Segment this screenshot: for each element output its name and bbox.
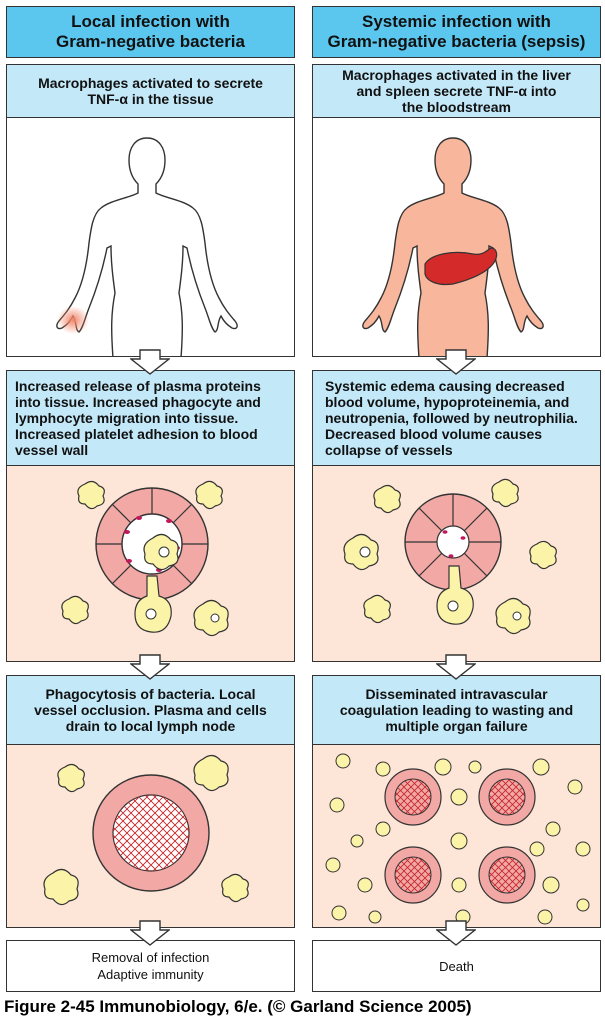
phagocyte-cells	[43, 754, 249, 906]
left-column-header: Local infection with Gram-negative bacte…	[6, 6, 295, 58]
down-arrow-icon	[130, 654, 170, 680]
right-vessel-collapsed-illustration	[312, 465, 601, 662]
left-step3-label: Phagocytosis of bacteria. Local vessel o…	[6, 675, 295, 745]
right-dic-illustration	[312, 744, 601, 928]
left-vessel-inflamed-illustration	[6, 465, 295, 662]
left-step1-label: Macrophages activated to secrete TNF-α i…	[6, 64, 295, 118]
left-outcome-box: Removal of infection Adaptive immunity	[6, 940, 295, 992]
right-step2-label: Systemic edema causing decreased blood v…	[312, 370, 601, 466]
right-outcome-box: Death	[312, 940, 601, 992]
down-arrow-icon	[130, 920, 170, 946]
right-step1-label: Macrophages activated in the liver and s…	[312, 64, 601, 118]
left-body-illustration	[6, 117, 295, 357]
figure-caption: Figure 2-45 Immunobiology, 6/e. (© Garla…	[4, 997, 472, 1016]
down-arrow-icon	[436, 654, 476, 680]
right-body-illustration	[312, 117, 601, 357]
left-step2-label: Increased release of plasma proteins int…	[6, 370, 295, 466]
down-arrow-icon	[436, 920, 476, 946]
human-body-systemic	[362, 137, 544, 356]
occluded-vessels	[384, 768, 536, 904]
left-vessel-occluded-illustration	[6, 744, 295, 928]
human-body-outline	[56, 137, 238, 356]
down-arrow-icon	[130, 349, 170, 375]
right-step3-label: Disseminated intravascular coagulation l…	[312, 675, 601, 745]
liver-spleen	[424, 247, 498, 286]
occluded-vessel	[92, 774, 210, 892]
local-inflammation-site	[57, 306, 89, 334]
right-column-header: Systemic infection with Gram-negative ba…	[312, 6, 601, 58]
scattered-cells	[325, 753, 591, 925]
down-arrow-icon	[436, 349, 476, 375]
